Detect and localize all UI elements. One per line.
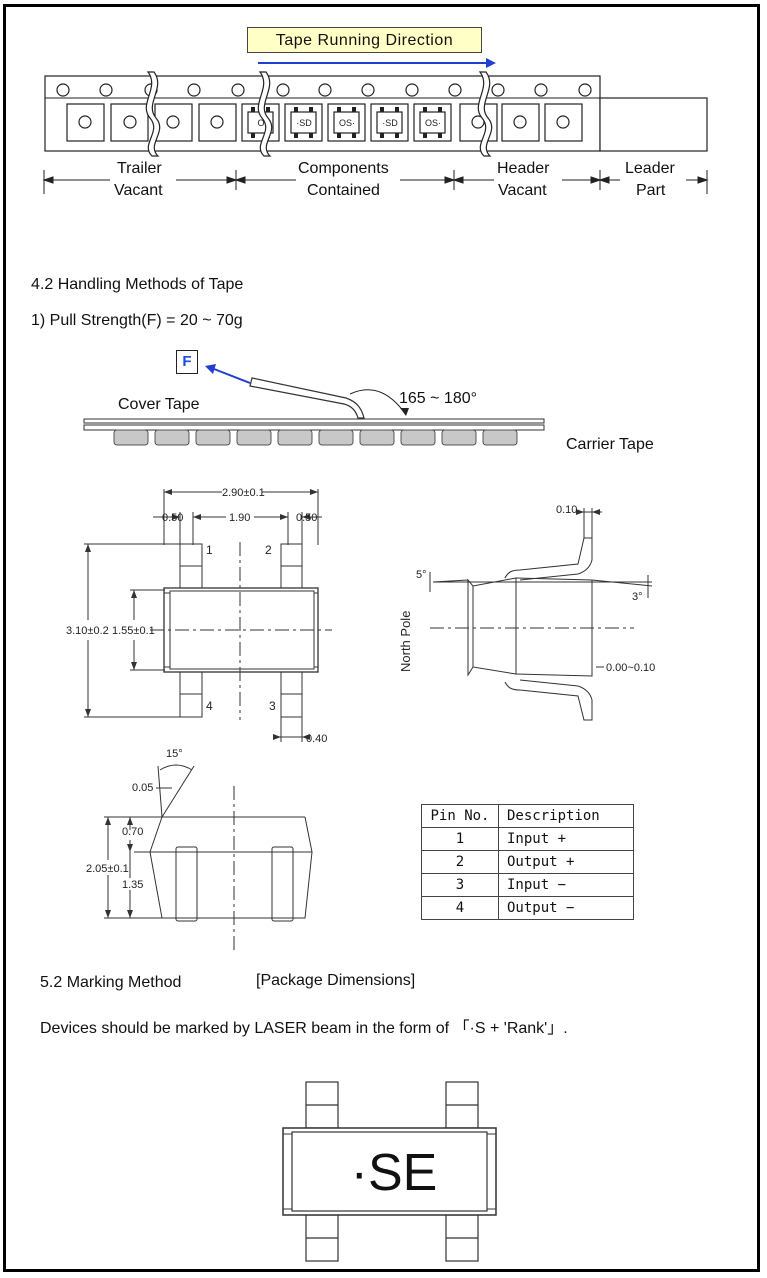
section-label-leader-2: Part [636,182,666,199]
leader-strip [599,97,708,152]
tape-direction-label: Tape Running Direction [247,27,482,53]
pin-number: 4 [206,699,213,713]
dim-side-thickness: 0.10 [556,504,577,516]
pin-number: 2 [265,543,272,557]
pocket-mark: O [257,118,264,128]
section-label-leader: Leader [625,160,675,177]
section-label-components: Components [298,160,389,177]
dim-upper-h: 0.70 [122,826,143,838]
cover-tape-label: Cover Tape [118,396,200,413]
section-label-header: Header [497,160,550,177]
package-dimensions-label: [Package Dimensions] [256,972,416,989]
table-header-desc: Description [498,804,634,828]
dim-side-offset: 0.00~0.10 [606,662,655,674]
north-pole-label: North Pole [398,611,413,672]
dim-body-height: 1.55±0.1 [112,625,155,637]
marking-heading: 5.2 Marking Method [40,974,182,991]
section-label-header-2: Vacant [498,182,547,199]
dim-gap: 0.05 [132,782,153,794]
carrier-tape-label: Carrier Tape [566,436,654,453]
dim-lead-pitch: 1.90 [229,512,250,524]
laser-mark-text: ·SE [351,1144,438,1202]
dim-width-total: 2.90±0.1 [222,487,265,499]
dim-total-h: 2.05±0.1 [86,863,129,875]
dim-lower-h: 1.35 [122,879,143,891]
table-header-pin: Pin No. [421,804,499,828]
peel-diagram [83,364,545,446]
dim-angle-right: 3° [632,591,643,603]
pull-strength: 1) Pull Strength(F) = 20 ~ 70g [31,312,243,329]
dim-taper-angle: 15° [166,748,183,760]
dim-angle-left: 5° [416,569,427,581]
pocket-mark: ·SD [382,118,398,128]
dim-lead-right: 0.50 [296,512,317,524]
dim-lead-width: 0.40 [306,733,327,745]
tape-reel-diagram: O ·SD OS· ·SD OS· [42,58,709,194]
pin-number: 3 [269,699,276,713]
handling-heading: 4.2 Handling Methods of Tape [31,276,244,293]
pocket-mark: OS· [339,118,355,128]
section-label-trailer-2: Vacant [114,182,163,199]
section-label-trailer: Trailer [117,160,162,177]
package-dimension-drawings: 2.90±0.1 0.50 1.90 0.50 3.10±0.2 1.55±0.… [66,487,655,950]
marking-sentence: Devices should be marked by LASER beam i… [40,1020,568,1037]
section-label-components-2: Contained [307,182,380,199]
page-frame [3,4,760,1272]
dim-lead-left: 0.50 [162,512,183,524]
angle-label: 165 ~ 180° [399,390,478,407]
pocket-mark: OS· [425,118,441,128]
force-label: F [176,350,198,374]
pocket-mark: ·SD [296,118,312,128]
pin-number: 1 [206,543,213,557]
table-header-row: Pin No. Description [421,804,634,828]
dim-height-total: 3.10±0.2 [66,625,109,637]
